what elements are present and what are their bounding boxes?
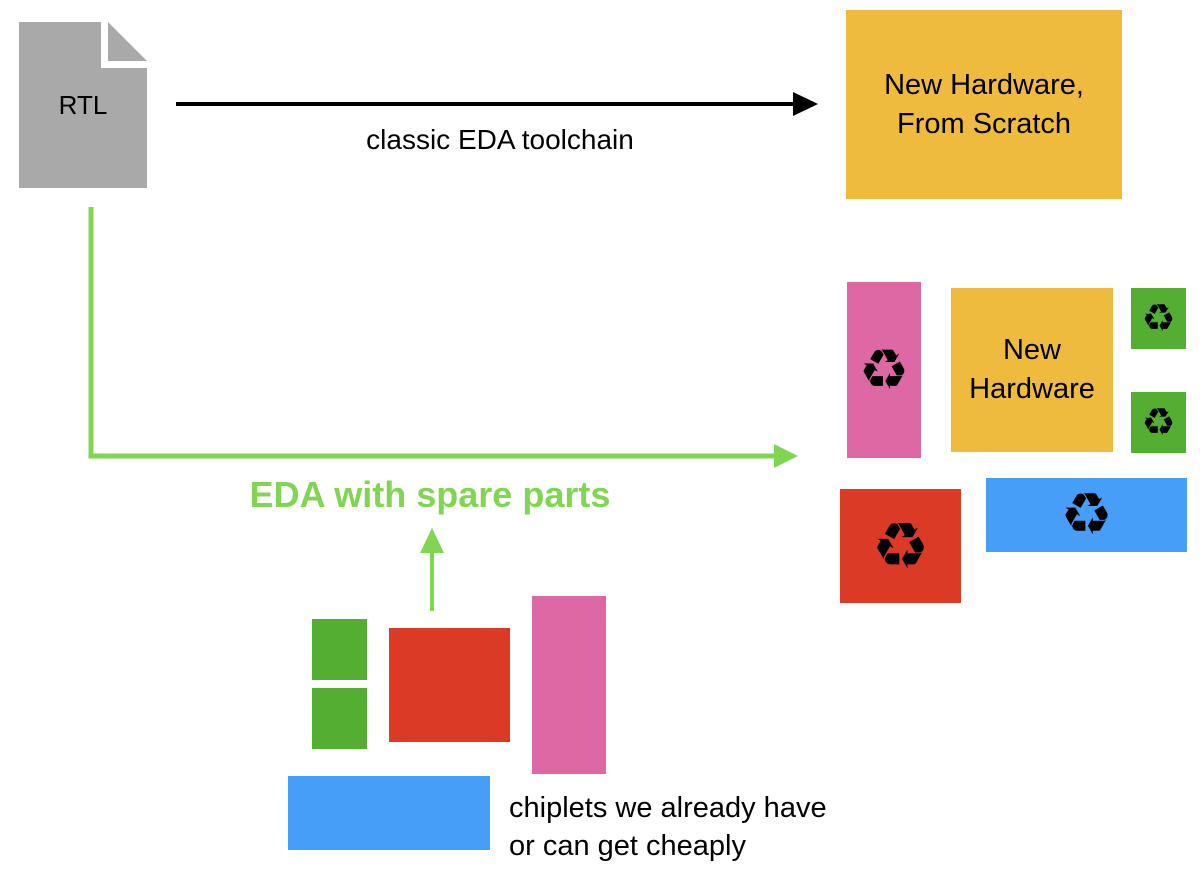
classic-eda-label: classic EDA toolchain xyxy=(366,124,634,155)
reused-green-chiplet-bottom: ♻ xyxy=(1131,392,1186,453)
spare-parts-arrow-line xyxy=(88,207,780,459)
reused-pink-chiplet: ♻ xyxy=(847,282,921,458)
new-hardware-box: New Hardware xyxy=(951,288,1113,452)
chiplets-caption: chiplets we already have or can get chea… xyxy=(509,792,827,862)
blue-chiplet xyxy=(288,776,490,850)
eda-spare-parts-label: EDA with spare parts xyxy=(249,474,611,515)
recycle-icon: ♻ xyxy=(1141,297,1176,340)
reused-red-chiplet: ♻ xyxy=(840,489,961,603)
new-hardware-from-scratch-label: New Hardware, From Scratch xyxy=(884,68,1084,140)
rtl-document-icon xyxy=(19,22,147,188)
recycle-icon: ♻ xyxy=(1060,482,1113,547)
chiplets-arrow-head xyxy=(420,528,444,553)
green-chiplet-top xyxy=(312,619,367,680)
new-hardware-label: New Hardware xyxy=(969,334,1095,405)
recycle-icon: ♻ xyxy=(1141,401,1176,444)
reused-green-chiplet-top: ♻ xyxy=(1131,288,1186,349)
rtl-label: RTL xyxy=(58,90,108,120)
spare-parts-arrow-head xyxy=(774,444,798,468)
pink-chiplet xyxy=(532,596,606,774)
classic-arrow-head xyxy=(793,92,818,116)
recycle-icon: ♻ xyxy=(871,510,930,582)
recycle-icon: ♻ xyxy=(858,338,910,401)
reused-blue-chiplet: ♻ xyxy=(986,478,1187,552)
red-chiplet xyxy=(389,628,510,742)
new-hardware-from-scratch-box: New Hardware, From Scratch xyxy=(846,10,1122,199)
green-chiplet-bottom xyxy=(312,688,367,749)
